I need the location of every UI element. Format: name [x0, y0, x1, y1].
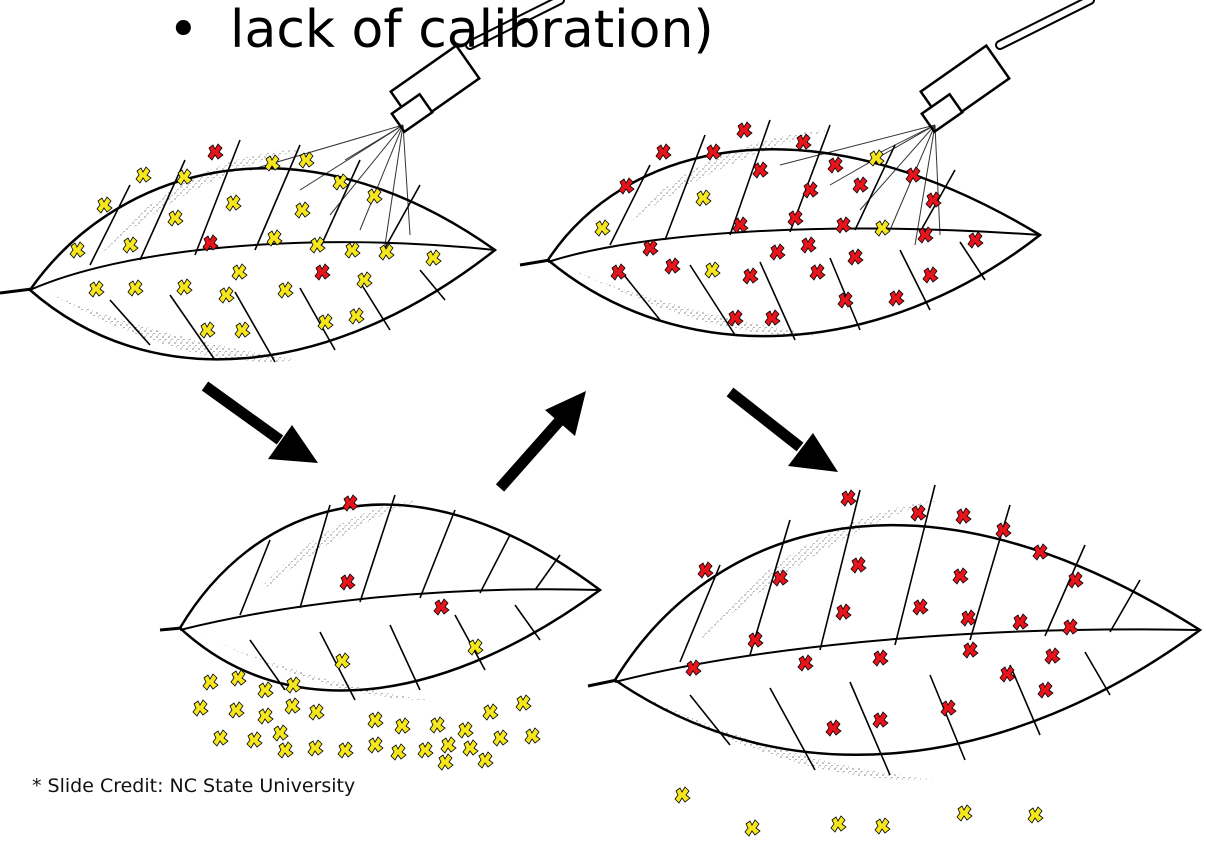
leaf-resistant-population: [588, 485, 1200, 780]
arrow-down-right-icon: [205, 386, 318, 463]
bullet-item: •lack of calibration): [168, 0, 714, 70]
arrow-up-right-icon: [500, 391, 586, 488]
leaf-blade: [30, 168, 495, 359]
leaf-blade: [180, 505, 600, 691]
bullet-symbol: •: [168, 0, 230, 70]
leaf-blade: [548, 149, 1040, 336]
dead-insects-2: [675, 787, 1043, 836]
bullet-text: lack of calibration): [230, 0, 714, 60]
leaf-blade: [615, 525, 1200, 755]
arrow-down-right-icon: [730, 392, 838, 472]
slide-credit: * Slide Credit: NC State University: [32, 775, 355, 797]
leaf-survivors: [160, 495, 600, 700]
